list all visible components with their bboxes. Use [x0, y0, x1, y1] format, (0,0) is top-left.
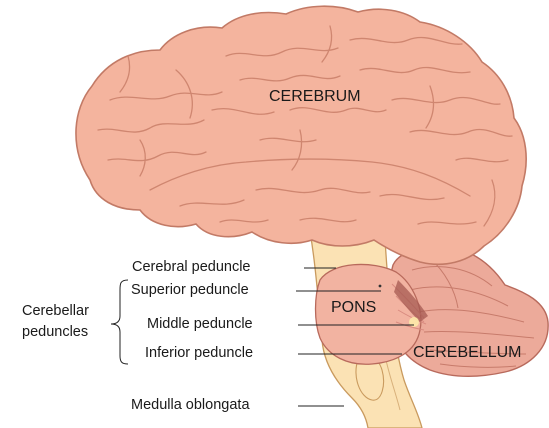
inferior-peduncle-label: Inferior peduncle	[145, 346, 253, 361]
peduncle-brace	[111, 280, 128, 364]
cerebellar-peduncles-label-line2: peduncles	[22, 325, 88, 340]
cerebellum-label: CEREBELLUM	[413, 345, 521, 361]
cerebrum-label: CEREBRUM	[269, 89, 361, 105]
pons-label: PONS	[331, 300, 376, 316]
middle-peduncle-label: Middle peduncle	[147, 317, 253, 332]
cerebellar-peduncles-label-line1: Cerebellar	[22, 304, 89, 319]
cerebral-peduncle-label: Cerebral peduncle	[132, 260, 251, 275]
superior-peduncle-label: Superior peduncle	[131, 283, 249, 298]
medulla-oblongata-label: Medulla oblongata	[131, 398, 250, 413]
